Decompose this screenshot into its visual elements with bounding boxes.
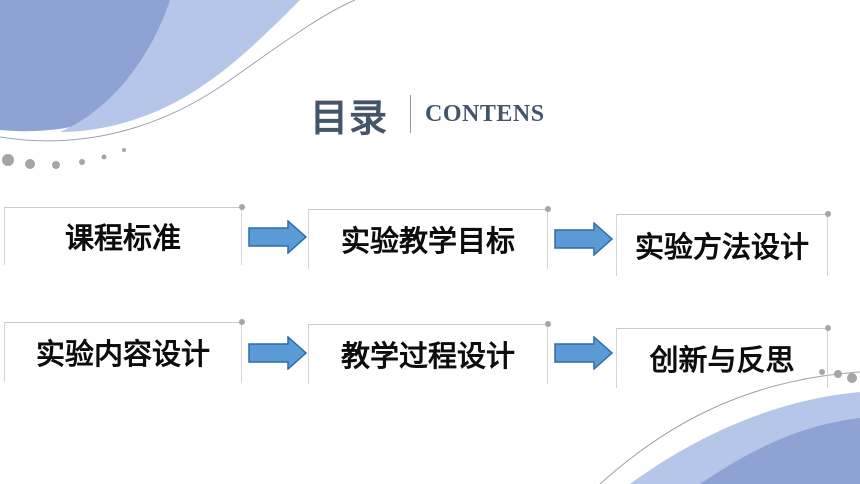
title-sub: CONTENS xyxy=(425,100,545,127)
toc-item-1[interactable]: 课程标准 xyxy=(4,204,245,265)
right-arrow-icon xyxy=(248,336,308,370)
title-divider xyxy=(410,95,412,133)
toc-item-3[interactable]: 实验方法设计 xyxy=(616,211,831,276)
toc-item-label: 教学过程设计 xyxy=(340,339,515,373)
toc-item-2[interactable]: 实验教学目标 xyxy=(308,206,551,269)
wave-br-outline xyxy=(599,371,860,484)
dot xyxy=(819,369,825,375)
toc-item-label: 创新与反思 xyxy=(649,343,795,377)
title-main: 目录 xyxy=(310,95,389,140)
wave-br-dark xyxy=(700,418,860,484)
right-arrow-icon xyxy=(248,220,308,254)
dot xyxy=(847,373,857,383)
wave-outline xyxy=(0,0,356,142)
dot xyxy=(52,161,60,169)
toc-item-5[interactable]: 教学过程设计 xyxy=(308,321,551,384)
dot xyxy=(834,370,842,378)
toc-item-6[interactable]: 创新与反思 xyxy=(616,325,831,388)
dot xyxy=(122,148,126,152)
right-arrow-icon xyxy=(554,222,614,256)
toc-item-4[interactable]: 实验内容设计 xyxy=(4,319,245,382)
wave-light xyxy=(60,0,300,132)
toc-item-label: 实验教学目标 xyxy=(340,224,515,258)
toc-item-label: 实验内容设计 xyxy=(35,337,210,371)
right-arrow-icon xyxy=(554,336,614,370)
toc-item-label: 课程标准 xyxy=(64,221,181,255)
title-block: 目录 CONTENS xyxy=(310,88,545,140)
toc-item-label: 实验方法设计 xyxy=(634,230,809,264)
dot xyxy=(25,159,35,169)
dot xyxy=(2,154,14,166)
dot xyxy=(101,154,107,160)
dot xyxy=(79,159,85,165)
